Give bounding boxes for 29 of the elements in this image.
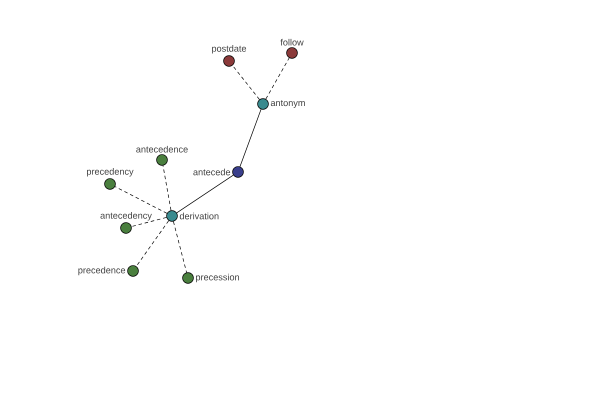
line [240,109,262,167]
node-label: postdate [212,45,246,54]
dashed-line [266,58,290,100]
node-label: antecedency [100,212,152,221]
graph-node: precession [182,272,240,284]
node-label: antecedence [136,146,188,153]
node-label: follow [280,38,304,46]
dashed-line [162,165,172,211]
node-label: precession [196,274,240,282]
node-label: antonym [270,100,305,108]
graph-node: precedency [86,168,134,190]
graph-node: antecedency [100,212,152,234]
graph-node: antecedence [136,146,188,166]
dashed-line [131,217,167,227]
line [176,174,234,214]
dashed-line [136,220,170,267]
graph-node: antecede [193,166,244,178]
node-label: antecede [193,168,230,176]
graph-node: antonym [257,98,305,110]
dashed-line [232,65,260,100]
node-label: precedence [78,266,126,276]
node-label: derivation [180,212,218,220]
dashed-line [114,186,168,214]
node-label: precedency [86,168,134,177]
graph-node: postdate [212,45,246,67]
graph-node: derivation [166,210,218,222]
graph-node: follow [280,38,304,59]
graph-node: precedence [78,265,139,277]
dashed-line [173,221,187,273]
